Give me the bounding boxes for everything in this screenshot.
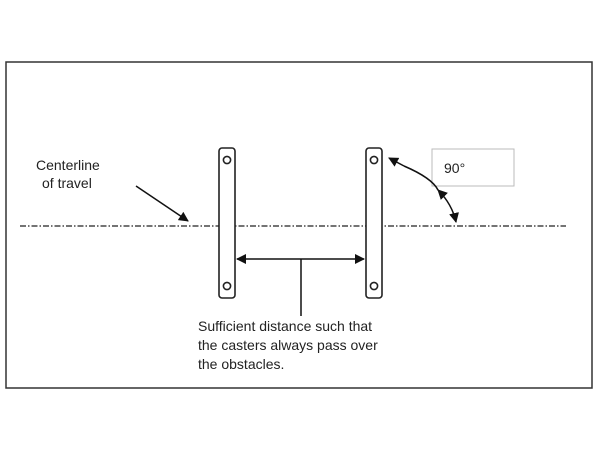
left-bar-bottom-bolt (222, 281, 232, 291)
distance-label-line-1: Sufficient distance such that (198, 318, 372, 334)
angle-label-box (431, 148, 515, 187)
angle-label: 90° (444, 160, 465, 176)
left-obstacle-bar (218, 147, 236, 299)
centerline-label-line-2: of travel (42, 175, 92, 191)
right-bar-bottom-bolt (369, 281, 379, 291)
right-bar-top-bolt (369, 155, 379, 165)
centerline-label: Centerline of travel (36, 157, 104, 191)
right-obstacle-bar (365, 147, 383, 299)
right-angle-arc-top-arrow (388, 157, 405, 167)
centerline-pointer-arrow (135, 185, 189, 222)
right-angle-arc-body (403, 165, 439, 191)
distance-label-line-2: the casters always pass over (198, 337, 378, 353)
centerline-label-line-1: Centerline (36, 157, 100, 173)
left-bar-top-bolt (222, 155, 232, 165)
distance-label: Sufficient distance such that the caster… (198, 318, 382, 372)
right-angle-arc-arrow (437, 189, 459, 223)
diagram-frame (5, 61, 593, 389)
distance-label-line-3: the obstacles. (198, 356, 284, 372)
